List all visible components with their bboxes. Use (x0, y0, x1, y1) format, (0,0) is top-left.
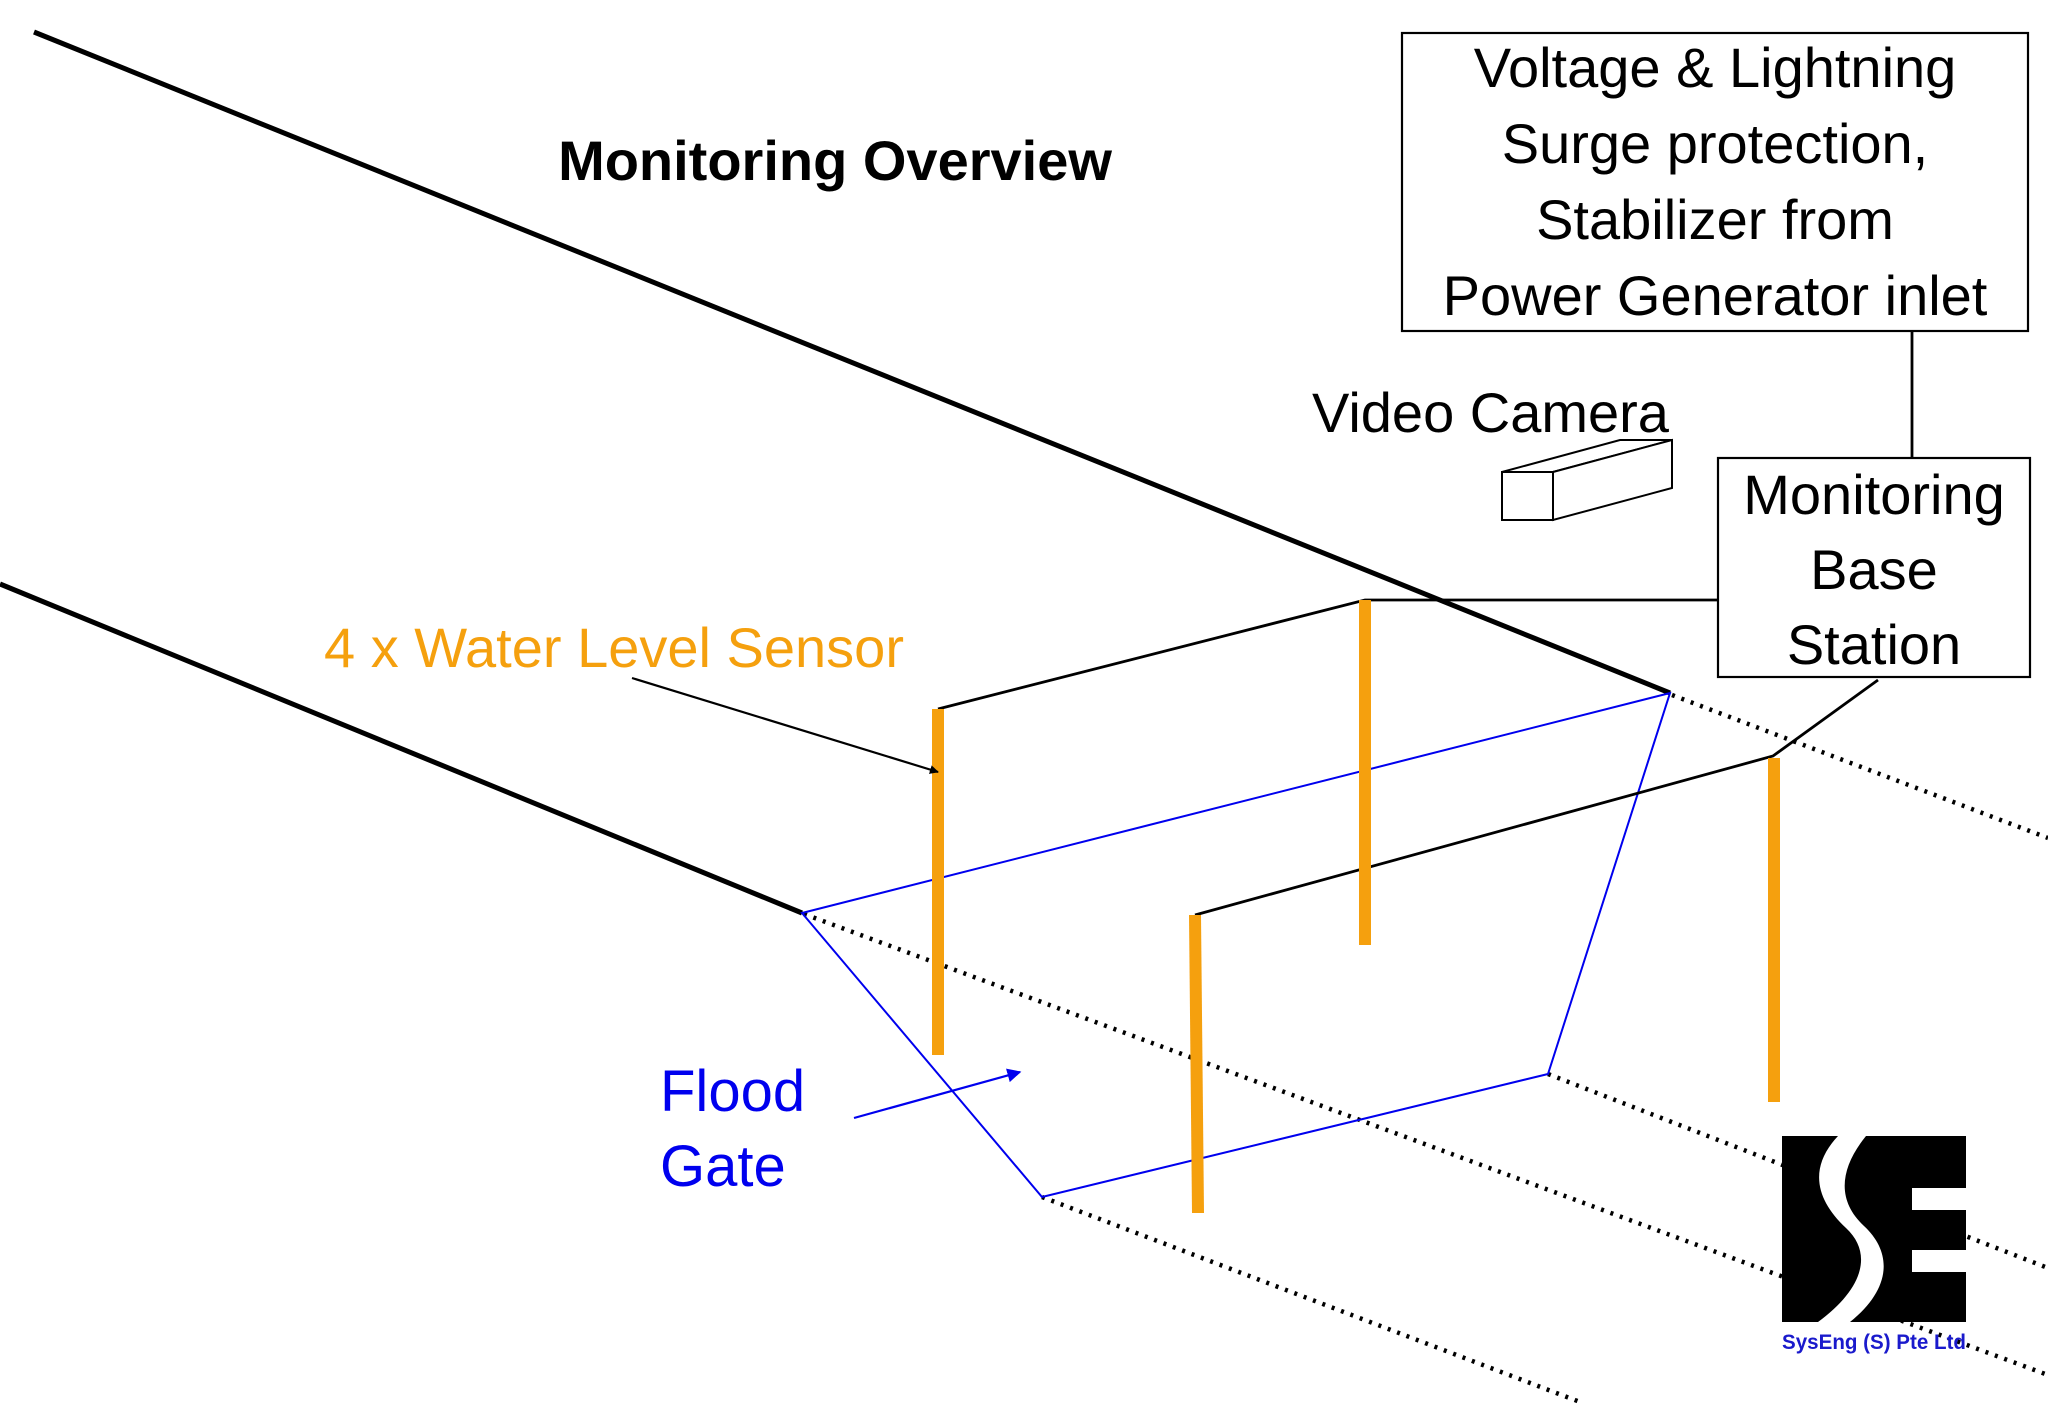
page-title: Monitoring Overview (558, 129, 1112, 192)
lower-bank-continuation (803, 911, 2048, 1378)
base-station-line-2: Base (1810, 538, 1938, 601)
monitoring-base-station-box (1716, 456, 2032, 679)
surge-protection-box (1400, 31, 2030, 333)
company-logo: SysEng (S) Pte Ltd (1782, 1136, 1966, 1354)
sensor-cable-front (1194, 678, 1879, 917)
sensor-cable-back (937, 598, 1718, 711)
flood-gate-label-line-2: Gate (660, 1134, 786, 1199)
gate-base-continuation-left (1041, 1194, 1581, 1405)
surge-box-line-2: Surge protection, (1502, 112, 1928, 175)
base-station-line-1: Monitoring (1743, 463, 2004, 526)
video-camera-icon (1501, 438, 1673, 522)
surge-box-line-4: Power Generator inlet (1443, 264, 1988, 327)
surge-box-line-3: Stabilizer from (1536, 188, 1894, 251)
surge-box-line-1: Voltage & Lightning (1474, 36, 1957, 99)
flood-gate-label-arrow (853, 1068, 1022, 1120)
water-level-sensor-3 (1189, 914, 1204, 1214)
video-camera-label: Video Camera (1312, 381, 1670, 444)
logo-company-name: SysEng (S) Pte Ltd (1782, 1331, 1966, 1354)
flood-gate-outline (800, 691, 1672, 1199)
upper-river-bank (33, 29, 1671, 696)
base-station-line-3: Station (1787, 613, 1961, 676)
water-level-sensor-label: 4 x Water Level Sensor (324, 616, 904, 679)
upper-bank-continuation (1671, 692, 2048, 841)
flood-gate-label-line-1: Flood (660, 1059, 805, 1124)
lower-river-bank (0, 581, 803, 916)
sensor-label-arrow (631, 676, 939, 774)
